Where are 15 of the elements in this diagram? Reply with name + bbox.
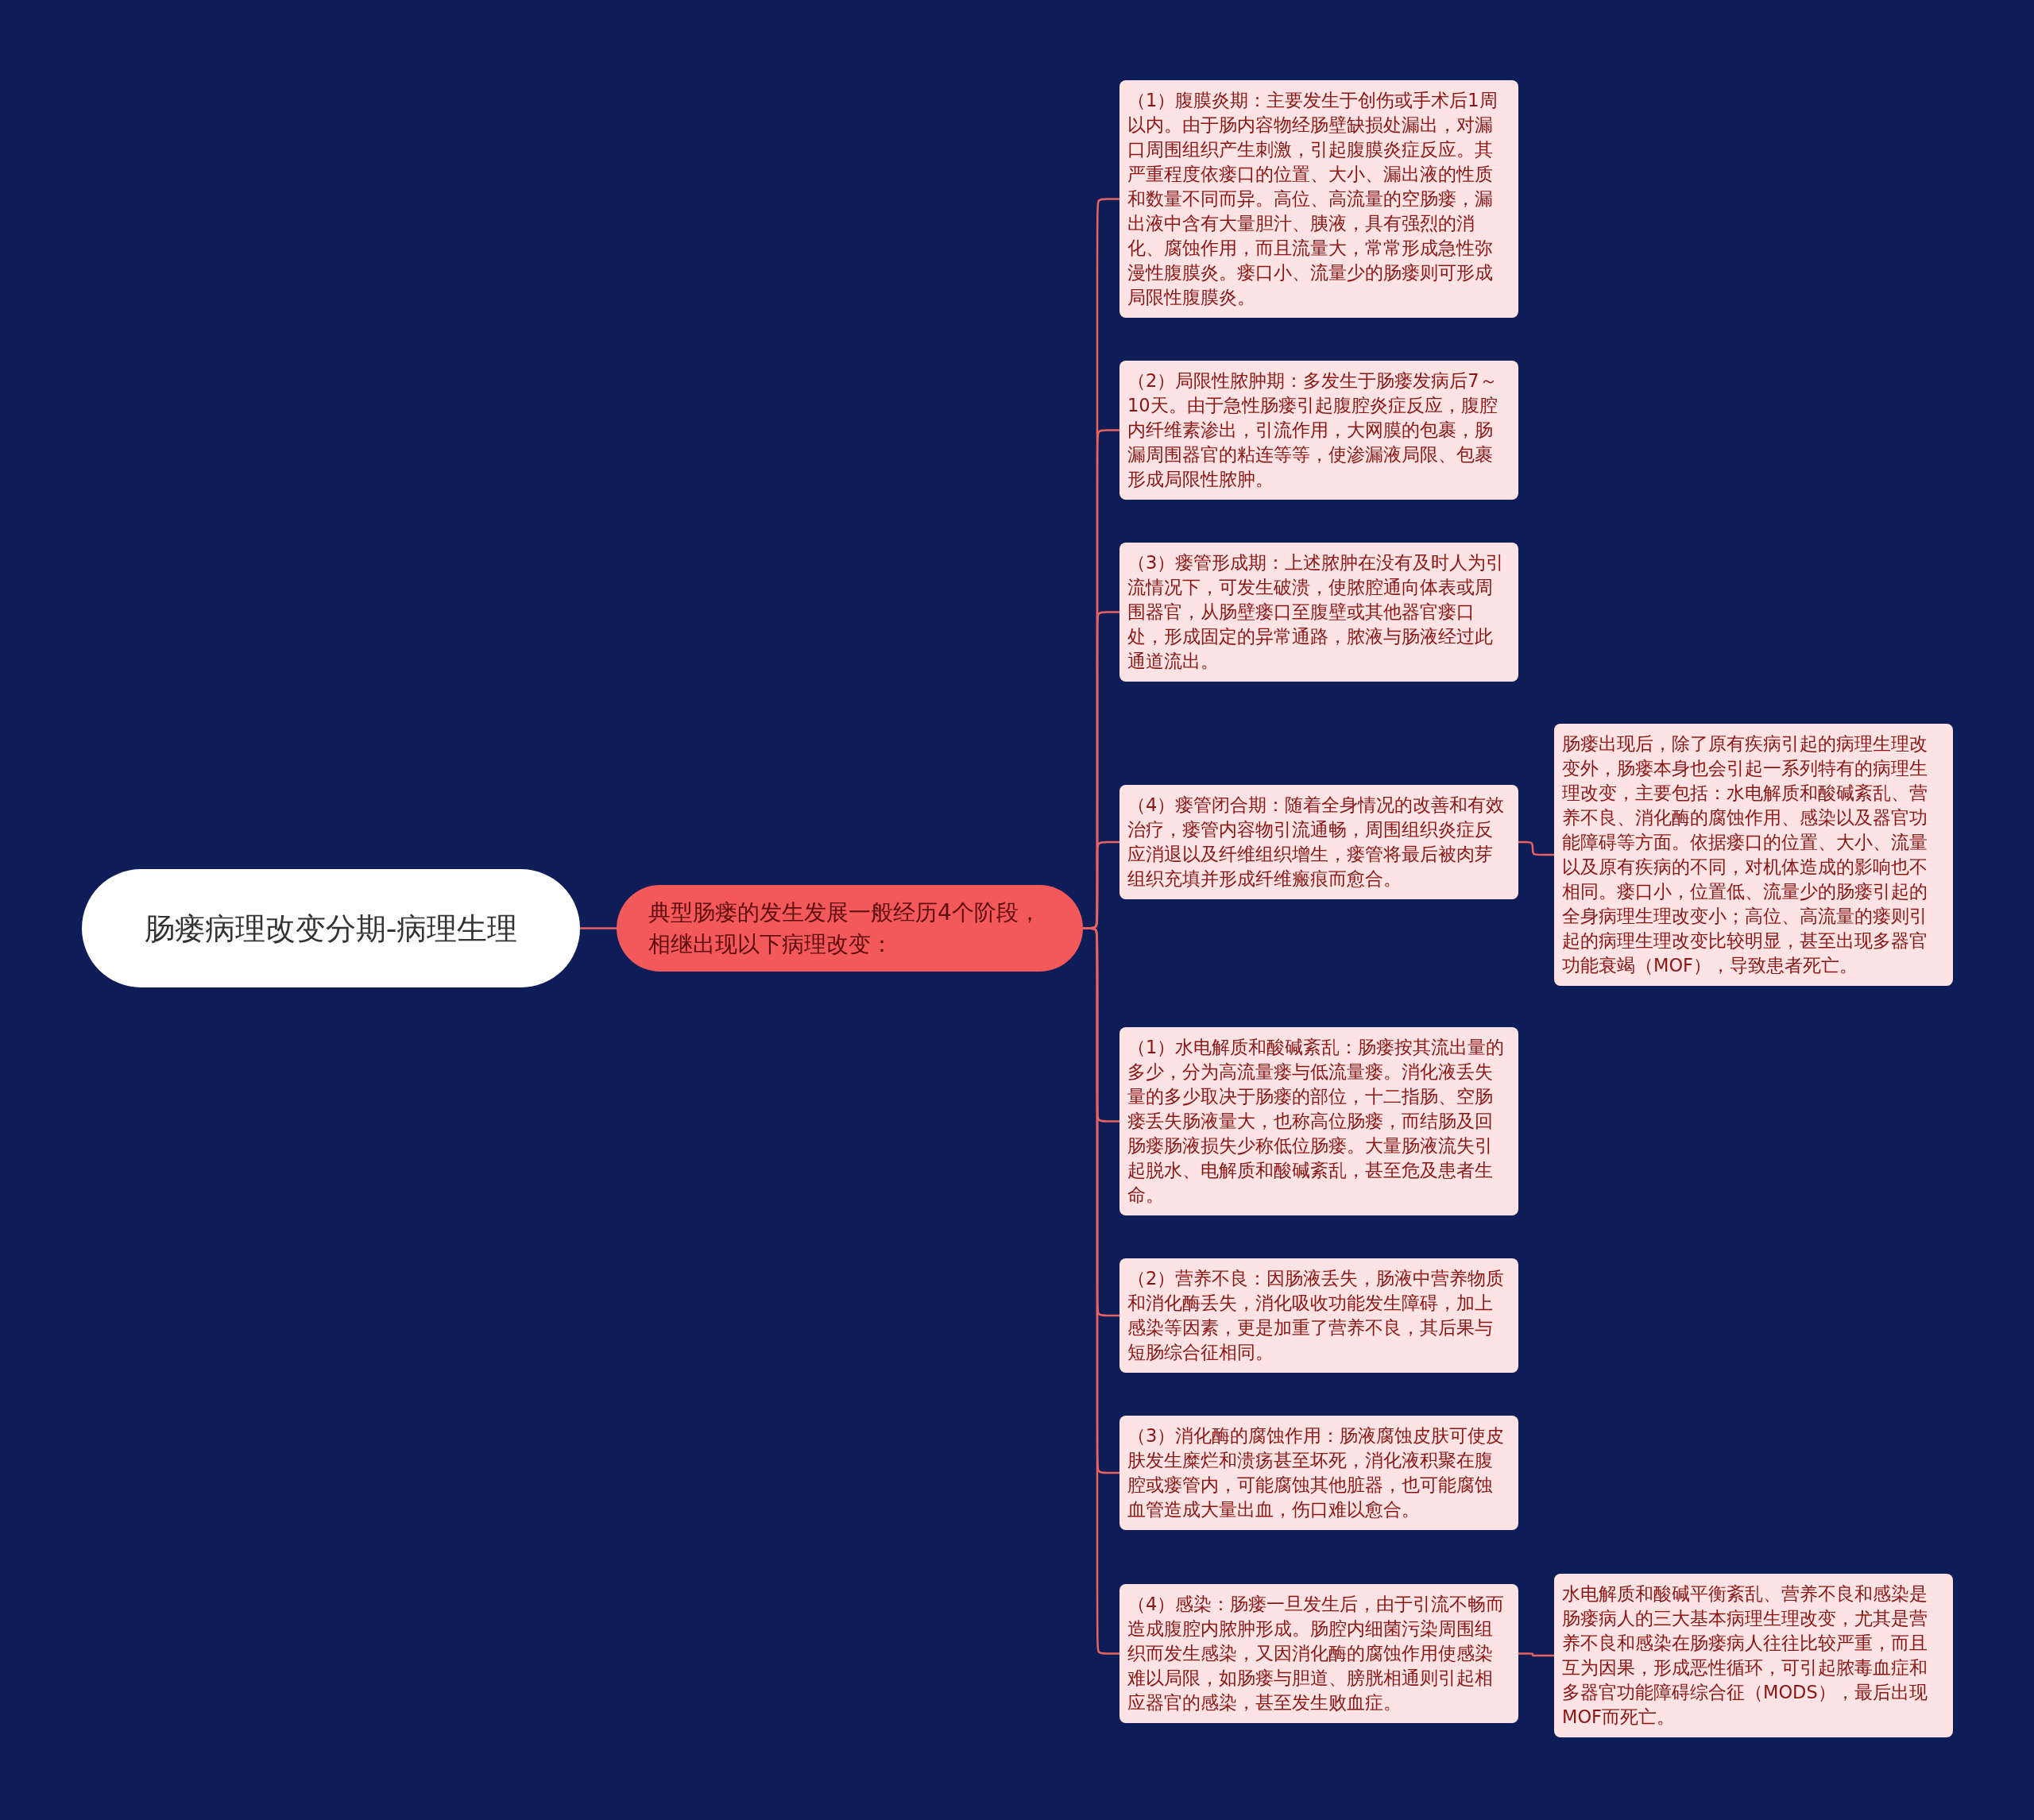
note-box: （3）消化酶的腐蚀作用：肠液腐蚀皮肤可使皮肤发生糜烂和溃疡甚至坏死，消化液积聚在腹腔或瘘管内，可能腐蚀其他脏器，也可能腐蚀血管造成大量出血，伤口难以愈合。 (1119, 1416, 1518, 1530)
connector-line (580, 927, 617, 929)
note-box: （2）营养不良：因肠液丢失，肠液中营养物质和消化酶丢失，消化吸收功能发生障碍，加上感染等因素，更是加重了营养不良，其后果与短肠综合征相同。 (1119, 1258, 1518, 1373)
note-box: （4）感染：肠瘘一旦发生后，由于引流不畅而造成腹腔内脓肿形成。肠腔内细菌污染周围组织而发生感染，又因消化酶的腐蚀作用使感染难以局限，如肠瘘与胆道、膀胱相通则引起相应器官的感染，甚至发生败血症。 (1119, 1584, 1518, 1723)
note-box: （3）瘘管形成期：上述脓肿在没有及时人为引流情况下，可发生破溃，使脓腔通向体表或周围器官，从肠壁瘘口至腹壁或其他器官瘘口处，形成固定的异常通路，脓液与肠液经过此通道流出。 (1119, 543, 1518, 682)
note-box: （1）水电解质和酸碱紊乱：肠瘘按其流出量的多少，分为高流量瘘与低流量瘘。消化液丢失量的多少取决于肠瘘的部位，十二指肠、空肠瘘丢失肠液量大，也称高位肠瘘，而结肠及回肠瘘肠液损失少称低位肠瘘。大量肠液流失引起脱水、电解质和酸碱紊乱，甚至危及患者生命。 (1119, 1027, 1518, 1215)
note-box: （1）腹膜炎期：主要发生于创伤或手术后1周以内。由于肠内容物经肠壁缺损处漏出，对漏口周围组织产生刺激，引起腹膜炎症反应。其严重程度依瘘口的位置、大小、漏出液的性质和数量不同而异。高位、高流量的空肠瘘，漏出液中含有大量胆汁、胰液，具有强烈的消化、腐蚀作用，而且流量大，常常形成急性弥漫性腹膜炎。瘘口小、流量少的肠瘘则可形成局限性腹膜炎。 (1119, 80, 1518, 318)
note-box: （2）局限性脓肿期：多发生于肠瘘发病后7～10天。由于急性肠瘘引起腹腔炎症反应，腹腔内纤维素渗出，引流作用，大网膜的包裹，肠漏周围器官的粘连等等，使渗漏液局限、包裹形成局限性脓肿。 (1119, 361, 1518, 500)
connector-line (1518, 840, 1554, 856)
note-box: 肠瘘出现后，除了原有疾病引起的病理生理改变外，肠瘘本身也会引起一系列特有的病理生理改变，主要包括：水电解质和酸碱紊乱、营养不良、消化酶的腐蚀作用、感染以及器官功能障碍等方面。依据瘘口的位置、大小、流量以及原有疾病的不同，对机体造成的影响也不相同。瘘口小，位置低、流量少的肠瘘引起的全身病理生理改变小；高位、高流量的瘘则引起的病理生理改变比较明显，甚至出现多器官功能衰竭（MOF），导致患者死亡。 (1554, 724, 1953, 986)
root-topic-box: 肠瘘病理改变分期-病理生理 (82, 869, 580, 987)
note-box: 水电解质和酸碱平衡紊乱、营养不良和感染是肠瘘病人的三大基本病理生理改变，尤其是营养不良和感染在肠瘘病人往往比较严重，而且互为因果，形成恶性循环，可引起脓毒血症和多器官功能障碍综合征（MODS），最后出现MOF而死亡。 (1554, 1574, 1953, 1737)
topic-box: 典型肠瘘的发生发展一般经历4个阶段，相继出现以下病理改变： (617, 885, 1083, 972)
note-box: （4）瘘管闭合期：随着全身情况的改善和有效治疗，瘘管内容物引流通畅，周围组织炎症反应消退以及纤维组织增生，瘘管将最后被肉芽组织充填并形成纤维瘢痕而愈合。 (1119, 785, 1518, 899)
connector-line (1518, 1652, 1554, 1657)
